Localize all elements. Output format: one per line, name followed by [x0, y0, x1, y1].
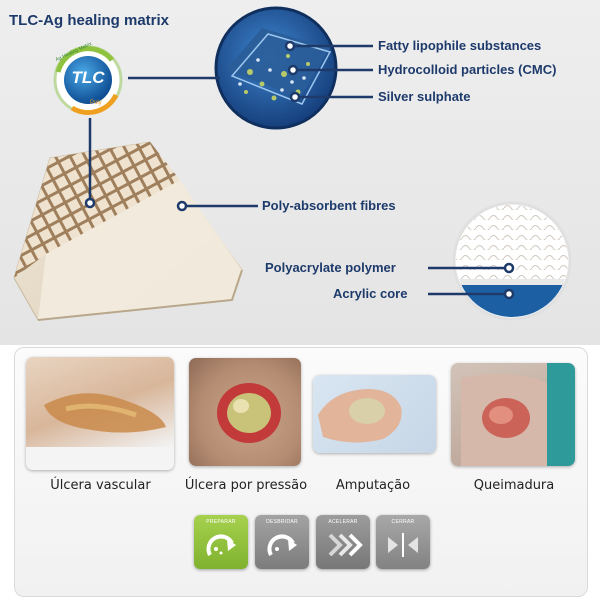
phase-debride-label: DESBRIDAR: [266, 519, 298, 525]
dressing-pad: [13, 141, 243, 321]
prepare-arrow-icon: [206, 534, 236, 556]
caption-vascular-ulcer: Úlcera vascular: [50, 478, 151, 493]
caption-burn: Queimadura: [473, 478, 555, 493]
caption-amputation: Amputação: [335, 478, 411, 493]
logo-ring-bottom-text: Poly: [90, 100, 102, 106]
phase-accelerate-label: ACELERAR: [328, 519, 358, 525]
phase-close: CERRAR: [376, 515, 430, 569]
caption-pressure-ulcer: Úlcera por pressão: [184, 478, 308, 493]
logo-center-text: TLC: [71, 68, 105, 87]
photo-amputation: [313, 375, 436, 453]
photo-vascular-ulcer: [26, 357, 174, 470]
label-silver-sulphate: Silver sulphate: [378, 89, 471, 104]
accelerate-chevrons-icon: [328, 533, 363, 557]
dressing-diagram: TLC-Ag healing matrix: [0, 0, 600, 345]
debride-arrow-icon: [267, 534, 297, 556]
fibre-magnifier: [452, 201, 572, 321]
matrix-magnifier: [214, 6, 338, 130]
leader-lines: [84, 40, 515, 300]
label-hydrocolloid: Hydrocolloid particles (CMC): [378, 62, 557, 77]
phase-close-label: CERRAR: [391, 519, 415, 525]
label-poly-absorbent: Poly-absorbent fibres: [262, 198, 396, 213]
close-arrows-icon: [388, 533, 418, 557]
photo-pressure-ulcer: [189, 358, 301, 466]
phase-accelerate: ACELERAR: [316, 515, 370, 569]
diagram-title: TLC-Ag healing matrix: [9, 12, 170, 29]
diagram-graphics: [13, 6, 572, 321]
phase-prepare: PREPARAR: [194, 515, 248, 569]
photo-burn: [451, 363, 575, 466]
label-fatty-lipophile: Fatty lipophile substances: [378, 38, 542, 53]
tlc-logo: [53, 45, 123, 115]
label-polyacrylate: Polyacrylate polymer: [265, 260, 396, 275]
phase-debride: DESBRIDAR: [255, 515, 309, 569]
label-acrylic-core: Acrylic core: [333, 286, 408, 301]
phase-prepare-label: PREPARAR: [206, 519, 236, 525]
